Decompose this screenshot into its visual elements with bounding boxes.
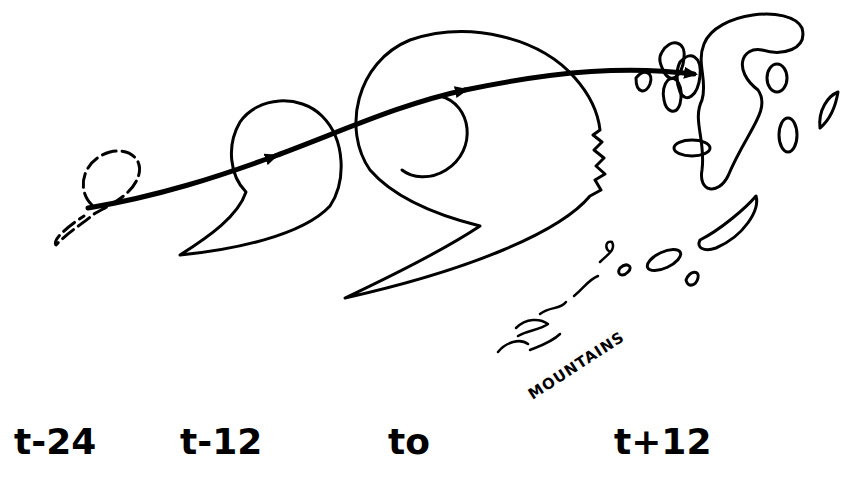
time-label: t+12 xyxy=(614,424,711,460)
time-label: t-12 xyxy=(180,424,262,460)
time-label: to xyxy=(388,424,430,460)
time-label: t-24 xyxy=(14,424,96,460)
mountains-label: MOUNTAINS xyxy=(526,330,627,403)
